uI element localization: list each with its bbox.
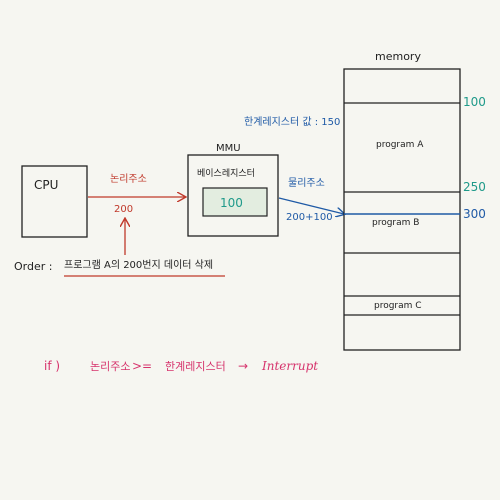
memory-title: memory [375,50,421,63]
condition-result: Interrupt [261,359,318,373]
condition-if: if ) [44,359,60,373]
condition-arrow: → [238,359,248,373]
cpu-box [21,165,88,238]
logical-address-label: 논리주소 [110,173,147,185]
condition-rhs: 한계레지스터 [165,360,226,373]
memory-address-250: 250 [463,180,486,194]
limit-register-label: 한계레지스터 값 : 150 [244,116,340,128]
memory-address-300: 300 [463,207,486,221]
condition-op: >= [132,359,152,373]
mmu-title: MMU [216,143,241,154]
memory-program-c: program C [374,301,422,311]
order-text: 프로그램 A의 200번지 데이터 삭제 [64,259,213,271]
condition-lhs: 논리주소 [90,360,130,373]
base-register-box [202,187,268,217]
logical-address-value: 200 [114,204,133,215]
memory-box [343,68,461,351]
physical-address-value: 200+100 [286,212,333,223]
physical-address-label: 물리주소 [288,177,325,189]
base-register-value: 100 [220,196,243,210]
physical-address-arrow [278,197,344,214]
cpu-label: CPU [34,178,58,192]
memory-address-100: 100 [463,95,486,109]
memory-program-a: program A [376,140,424,150]
memory-program-b: program B [372,218,419,228]
mmu-box [187,154,279,237]
base-register-label: 베이스레지스터 [197,168,255,179]
order-prefix: Order : [14,260,52,273]
